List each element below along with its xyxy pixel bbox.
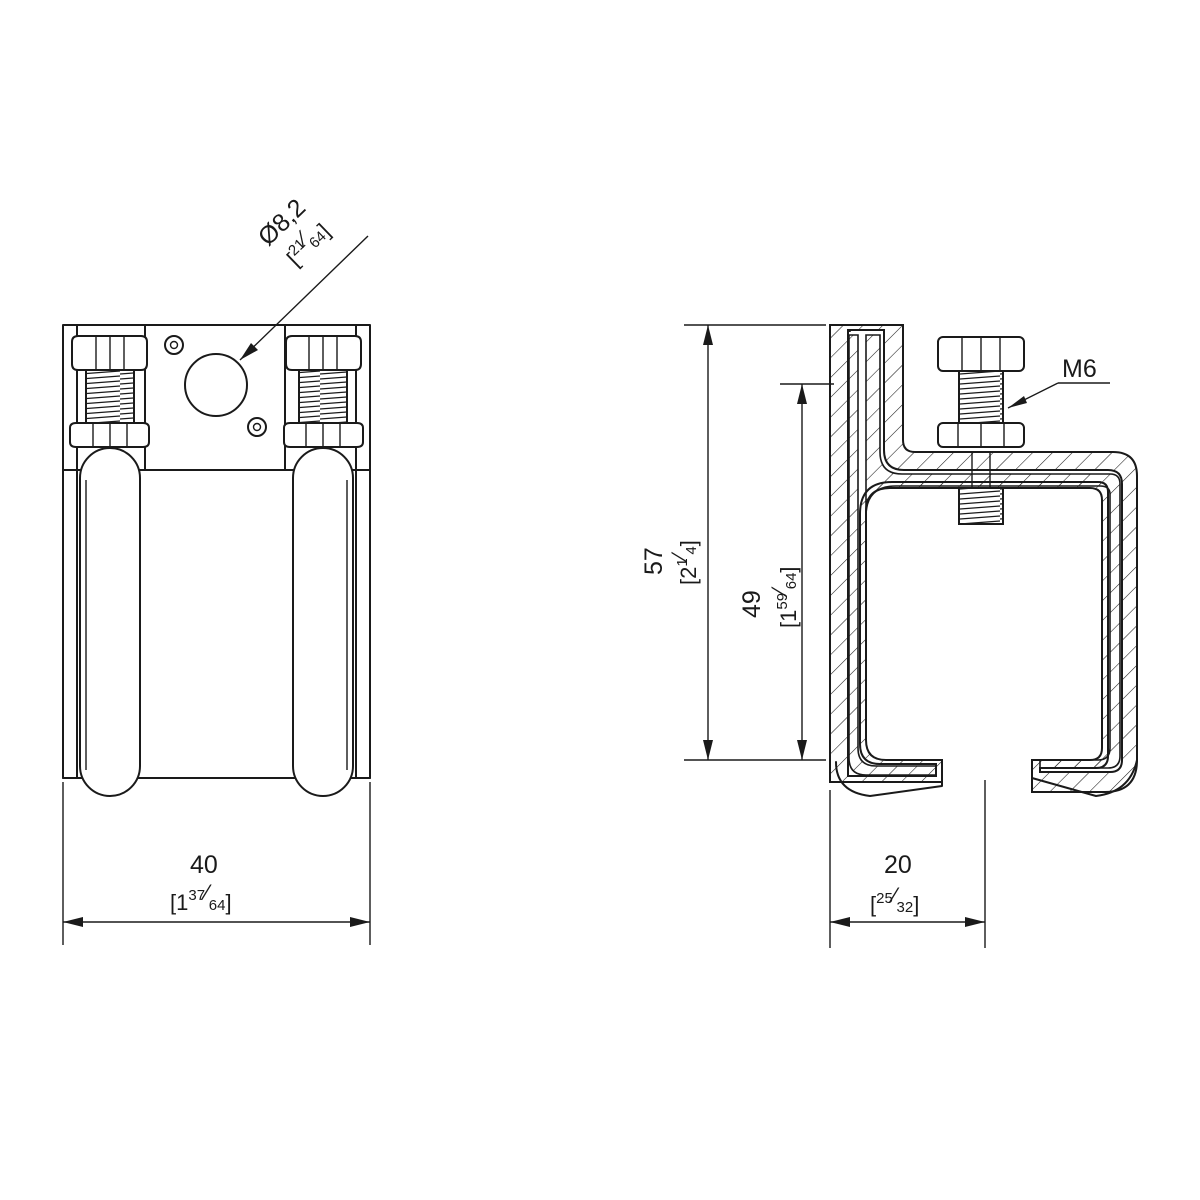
- dimension-width-value: 40: [190, 851, 218, 879]
- dimension-57-inch: [21⁄4]: [667, 540, 701, 585]
- hole-diameter-inch: [21⁄64]: [276, 212, 335, 271]
- left-bolt-thread: [85, 367, 135, 425]
- dimension-height-57: 57 [21⁄4]: [640, 324, 826, 761]
- mounting-hole: [184, 353, 248, 417]
- dimension-width-40: 40 [137⁄64]: [62, 782, 371, 945]
- dimension-49-value: 49: [738, 590, 766, 618]
- bolt-thread: [958, 370, 1004, 424]
- dimension-20-inch: [25⁄32]: [870, 883, 919, 917]
- side-view: M6 57 [21⁄4] 49 [159⁄64]: [640, 324, 1138, 948]
- dimension-width-inch: [137⁄64]: [170, 880, 232, 915]
- mounting-plate: [144, 324, 286, 471]
- label-m6: M6: [1007, 355, 1110, 409]
- dimension-height-49: 49 [159⁄64]: [738, 383, 834, 760]
- dimension-57-value: 57: [640, 547, 668, 575]
- front-view: 40 [137⁄64] Ø8,2 [21⁄64]: [62, 194, 371, 945]
- left-roller-assembly: [69, 335, 150, 797]
- right-bolt-thread: [298, 367, 348, 425]
- bolt-thread-label: M6: [1062, 355, 1097, 383]
- right-roller: [292, 447, 354, 797]
- dimension-20-value: 20: [884, 851, 912, 879]
- bolt-thread-lower: [958, 487, 1004, 525]
- m6-bolt: [937, 336, 1025, 525]
- rivet-bottom: [247, 417, 267, 437]
- right-roller-assembly: [283, 335, 364, 797]
- dimension-slot-20: 20 [25⁄32]: [829, 780, 986, 948]
- right-lip: [1031, 759, 1138, 797]
- left-roller: [79, 447, 141, 797]
- left-lip: [835, 759, 943, 797]
- dimension-49-inch: [159⁄64]: [767, 566, 801, 628]
- rivet-top: [164, 335, 184, 355]
